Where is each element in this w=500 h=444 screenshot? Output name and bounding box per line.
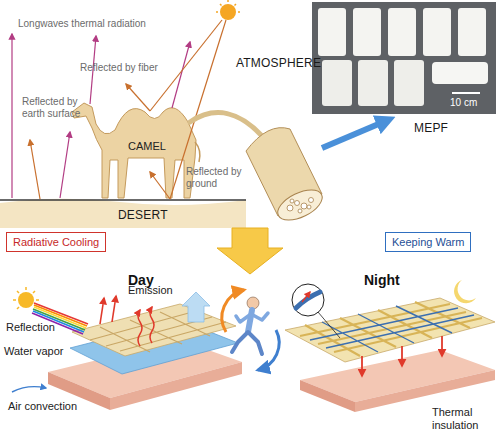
cycle-arrow	[222, 290, 244, 332]
runner-arms	[236, 313, 268, 322]
reflection-arrow	[126, 84, 150, 111]
transition-arrow	[217, 228, 283, 274]
yarn-spool	[353, 8, 381, 56]
desert-sand	[0, 199, 246, 228]
reflection-label: Reflected by ground	[186, 166, 246, 190]
reflection-arrow	[30, 140, 40, 199]
fabric-layer	[72, 304, 236, 356]
keeping-warm-box: Keeping Warm	[385, 232, 471, 252]
fabric-weave	[300, 302, 482, 356]
heat-arrow	[441, 336, 443, 356]
process-label: Emission	[128, 284, 173, 297]
sun-rays	[216, 0, 240, 12]
pore	[287, 205, 293, 211]
mepf-photo	[312, 2, 496, 114]
panel-title: Night	[364, 272, 400, 289]
heat-wave-arrow	[150, 307, 154, 343]
box-text: Radiative Cooling	[13, 235, 99, 249]
reflection-arrow	[100, 298, 104, 324]
heat-wave-arrow	[138, 310, 142, 346]
animal-label: CAMEL	[128, 140, 166, 153]
reflection-label: Reflected by earth surface	[22, 96, 88, 120]
pore	[301, 203, 307, 209]
yarn-spool	[423, 8, 451, 56]
fabric-weave	[90, 311, 226, 352]
yarn-spool	[358, 60, 388, 106]
emission-arrow	[182, 292, 210, 322]
scale-label: 10 cm	[450, 97, 477, 109]
radiation-arrow	[60, 132, 70, 198]
ground-line	[0, 199, 246, 200]
yarn-spool	[318, 8, 346, 56]
reflection-arrow	[112, 296, 116, 322]
reflection-arrow	[150, 172, 170, 199]
box-text: Keeping Warm	[392, 235, 464, 249]
moon-icon	[454, 280, 476, 303]
fabric-weave	[310, 306, 474, 352]
camel-silhouette	[72, 103, 196, 198]
skin-layer-side	[355, 370, 495, 412]
yarn-spool	[432, 62, 488, 84]
zoom-arrow	[302, 292, 310, 302]
heat-arrow	[361, 356, 363, 376]
photo-background	[312, 2, 496, 114]
pore	[307, 205, 311, 209]
sun-disc	[18, 292, 34, 308]
yarn-spool	[322, 60, 352, 106]
zoom-arrow	[322, 120, 388, 148]
sun-disc	[220, 4, 236, 20]
sun-icon	[216, 0, 240, 20]
skin-layer-side	[300, 380, 355, 412]
radiation-arrow	[11, 34, 12, 198]
photo-caption: MEPF	[414, 121, 448, 135]
yarn-spool	[394, 60, 424, 106]
insulation-arrows	[362, 336, 442, 376]
zoom-leader	[318, 312, 340, 338]
radiation-label: Longwaves thermal radiation	[18, 18, 146, 30]
fiber-pores	[287, 198, 314, 214]
fiber-cross-section	[273, 184, 327, 227]
process-label: Reflection	[6, 321, 55, 334]
process-label: Water vapor	[4, 345, 64, 358]
yarn-spool	[458, 8, 486, 56]
convection-arrow	[12, 387, 46, 392]
scale-bar	[452, 92, 480, 94]
zoom-circle	[292, 284, 324, 316]
reflection-label: Reflected by fiber	[80, 62, 158, 74]
hair-strand	[190, 113, 262, 136]
pore	[295, 201, 300, 206]
zoom-fiber	[296, 292, 320, 308]
radiative-cooling-box: Radiative Cooling	[6, 232, 106, 252]
pore	[290, 199, 294, 203]
region-label: DESERT	[118, 208, 168, 222]
runner-legs	[232, 332, 262, 354]
process-label: Air convection	[8, 400, 77, 413]
radiation-arrow	[172, 42, 190, 108]
region-label: ATMOSPHERE	[236, 56, 321, 70]
runner-figure	[222, 290, 279, 370]
pore	[309, 198, 314, 203]
heat-arrow	[401, 346, 403, 366]
process-label: Thermal insulation	[432, 406, 492, 432]
camel-tail	[195, 142, 200, 162]
yarn-spool	[388, 8, 416, 56]
pore	[298, 209, 302, 213]
